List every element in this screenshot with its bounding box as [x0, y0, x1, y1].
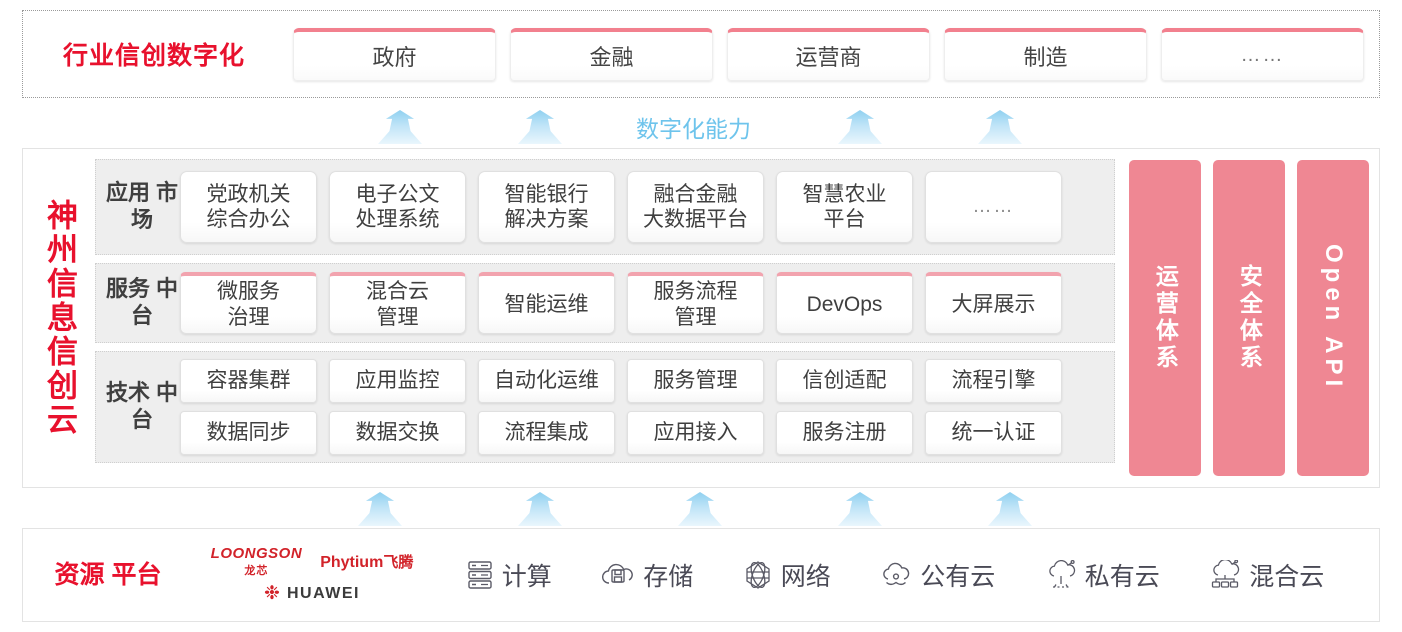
tech-cell-xinchuang-adaptation[interactable]: 信创适配	[776, 359, 913, 403]
resource-item-private-cloud-label: 私有云	[1084, 563, 1160, 591]
sidebar-open-api-label: Open API	[1320, 244, 1347, 392]
vendor-logo-row-2: ❉ HUAWEI	[264, 582, 360, 605]
tech-cells-line-2: 数据同步 数据交换 流程集成 应用接入 服务注册 统一认证	[180, 411, 1062, 455]
platform-brand: 神州信息信创云	[23, 149, 95, 487]
resource-item-public-cloud-label: 公有云	[920, 563, 996, 591]
tech-cell-app-access[interactable]: 应用接入	[627, 411, 764, 455]
up-arrow-icon-bottom-3	[678, 492, 722, 526]
app-cell-finance-bigdata-platform[interactable]: 融合金融 大数据平台	[627, 171, 764, 243]
resource-platform: 资源 平台 LOONGSON 龙芯 Phytium飞腾 ❉ HUAWEI	[22, 528, 1380, 622]
hybrid-cloud-icon	[1209, 560, 1241, 590]
huawei-logo: ❉ HUAWEI	[264, 582, 360, 605]
tech-cells-line-1: 容器集群 应用监控 自动化运维 服务管理 信创适配 流程引擎	[180, 359, 1062, 403]
sidebar-operations-system-label: 运营体系	[1152, 264, 1179, 372]
capability-label: 数字化能力	[636, 116, 751, 142]
industry-band-title: 行业信创数字化	[63, 42, 246, 70]
up-arrow-icon-bottom-5	[988, 492, 1032, 526]
up-arrow-icon-bottom-4	[838, 492, 882, 526]
up-arrow-icon-top-1	[378, 110, 422, 144]
app-cell-government-office[interactable]: 党政机关 综合办公	[180, 171, 317, 243]
app-cell-e-document-system[interactable]: 电子公文 处理系统	[329, 171, 466, 243]
resource-platform-title: 资源 平台	[54, 560, 162, 589]
private-cloud-icon	[1045, 560, 1077, 590]
resource-item-hybrid-cloud-label: 混合云	[1249, 563, 1325, 591]
tech-cell-data-exchange[interactable]: 数据交换	[329, 411, 466, 455]
service-cell-microservice-governance[interactable]: 微服务 治理	[180, 272, 317, 334]
industry-box-finance[interactable]: 金融	[510, 27, 713, 81]
server-icon	[466, 560, 494, 590]
resource-item-storage[interactable]: 存储	[601, 557, 693, 593]
tech-cell-process-integration[interactable]: 流程集成	[478, 411, 615, 455]
row-label-service-middle-platform: 服务 中台	[105, 276, 179, 328]
tech-cell-app-monitoring[interactable]: 应用监控	[329, 359, 466, 403]
resource-item-network-label: 网络	[780, 563, 831, 591]
app-cell-smart-agriculture-platform[interactable]: 智慧农业 平台	[776, 171, 913, 243]
resource-item-private-cloud[interactable]: 私有云	[1045, 557, 1160, 593]
vendor-logo-list: LOONGSON 龙芯 Phytium飞腾 ❉ HUAWEI	[183, 545, 441, 605]
row-service-middle-platform: 服务 中台 微服务 治理 混合云 管理 智能运维 服务流程 管理 DevOps …	[95, 263, 1115, 343]
phytium-logo: Phytium飞腾	[320, 551, 413, 572]
loongson-logo-cn: 龙芯	[244, 565, 269, 577]
row-label-tech-middle-platform: 技术 中台	[105, 380, 179, 432]
vendor-logo-row-1: LOONGSON 龙芯 Phytium飞腾	[211, 545, 414, 578]
row-tech-middle-platform: 技术 中台 容器集群 应用监控 自动化运维 服务管理 信创适配 流程引擎 数据同…	[95, 351, 1115, 463]
industry-box-manufacturing[interactable]: 制造	[944, 27, 1147, 81]
row-app-market: 应用 市场 党政机关 综合办公 电子公文 处理系统 智能银行 解决方案 融合金融…	[95, 159, 1115, 255]
industry-box-more[interactable]: ……	[1161, 27, 1364, 81]
up-arrow-icon-bottom-2	[518, 492, 562, 526]
cloud-storage-icon	[601, 561, 635, 589]
up-arrow-icon-bottom-1	[358, 492, 402, 526]
platform-row-list: 应用 市场 党政机关 综合办公 电子公文 处理系统 智能银行 解决方案 融合金融…	[95, 149, 1115, 487]
industry-box-list: 政府 金融 运营商 制造 ……	[293, 27, 1364, 81]
app-cell-smart-bank-solution[interactable]: 智能银行 解决方案	[478, 171, 615, 243]
service-cells: 微服务 治理 混合云 管理 智能运维 服务流程 管理 DevOps 大屏展示	[180, 272, 1062, 334]
tech-cell-service-registry[interactable]: 服务注册	[776, 411, 913, 455]
resource-item-network[interactable]: 网络	[743, 557, 831, 593]
service-cell-service-process-management[interactable]: 服务流程 管理	[627, 272, 764, 334]
up-arrow-icon-top-4	[978, 110, 1022, 144]
industry-band: 行业信创数字化 政府 金融 运营商 制造 ……	[22, 10, 1380, 98]
sidebar-operations-system[interactable]: 运营体系	[1129, 160, 1201, 476]
row-label-app-market: 应用 市场	[105, 180, 179, 232]
tech-cell-container-cluster[interactable]: 容器集群	[180, 359, 317, 403]
resource-item-compute[interactable]: 计算	[466, 557, 552, 593]
sidebar-security-system-label: 安全体系	[1236, 264, 1263, 372]
sidebar-security-system[interactable]: 安全体系	[1213, 160, 1285, 476]
service-cell-large-screen-display[interactable]: 大屏展示	[925, 272, 1062, 334]
industry-box-government[interactable]: 政府	[293, 27, 496, 81]
industry-box-operator[interactable]: 运营商	[727, 27, 930, 81]
tech-cell-unified-auth[interactable]: 统一认证	[925, 411, 1062, 455]
platform-container: 神州信息信创云 应用 市场 党政机关 综合办公 电子公文 处理系统 智能银行 解…	[22, 148, 1380, 488]
service-cell-smart-ops[interactable]: 智能运维	[478, 272, 615, 334]
tech-cell-service-management[interactable]: 服务管理	[627, 359, 764, 403]
up-arrow-icon-top-2	[518, 110, 562, 144]
tech-cell-data-sync[interactable]: 数据同步	[180, 411, 317, 455]
platform-brand-label: 神州信息信创云	[41, 199, 77, 437]
phytium-logo-cn: 飞腾	[383, 554, 414, 571]
resource-item-list: 计算 存储	[441, 557, 1379, 593]
resource-item-hybrid-cloud[interactable]: 混合云	[1209, 557, 1324, 593]
tech-cell-automated-ops[interactable]: 自动化运维	[478, 359, 615, 403]
service-cell-devops[interactable]: DevOps	[776, 272, 913, 334]
phytium-logo-en: Phytium	[320, 554, 384, 571]
app-cell-more[interactable]: ……	[925, 171, 1062, 243]
resource-item-compute-label: 计算	[501, 563, 552, 591]
huawei-flower-icon: ❉	[264, 583, 280, 604]
tech-cell-process-engine[interactable]: 流程引擎	[925, 359, 1062, 403]
up-arrow-icon-top-3	[838, 110, 882, 144]
service-cell-hybrid-cloud-management[interactable]: 混合云 管理	[329, 272, 466, 334]
network-icon	[743, 560, 773, 590]
loongson-logo: LOONGSON 龙芯	[211, 545, 303, 578]
loongson-logo-en: LOONGSON	[210, 545, 303, 562]
platform-sidebar-list: 运营体系 安全体系 Open API	[1115, 149, 1379, 487]
public-cloud-icon	[880, 561, 912, 589]
sidebar-open-api[interactable]: Open API	[1297, 160, 1369, 476]
tech-cells: 容器集群 应用监控 自动化运维 服务管理 信创适配 流程引擎 数据同步 数据交换…	[180, 359, 1062, 455]
app-market-cells: 党政机关 综合办公 电子公文 处理系统 智能银行 解决方案 融合金融 大数据平台…	[180, 171, 1062, 243]
huawei-logo-en: HUAWEI	[286, 584, 360, 602]
resource-item-public-cloud[interactable]: 公有云	[880, 557, 995, 593]
resource-item-storage-label: 存储	[643, 563, 694, 591]
